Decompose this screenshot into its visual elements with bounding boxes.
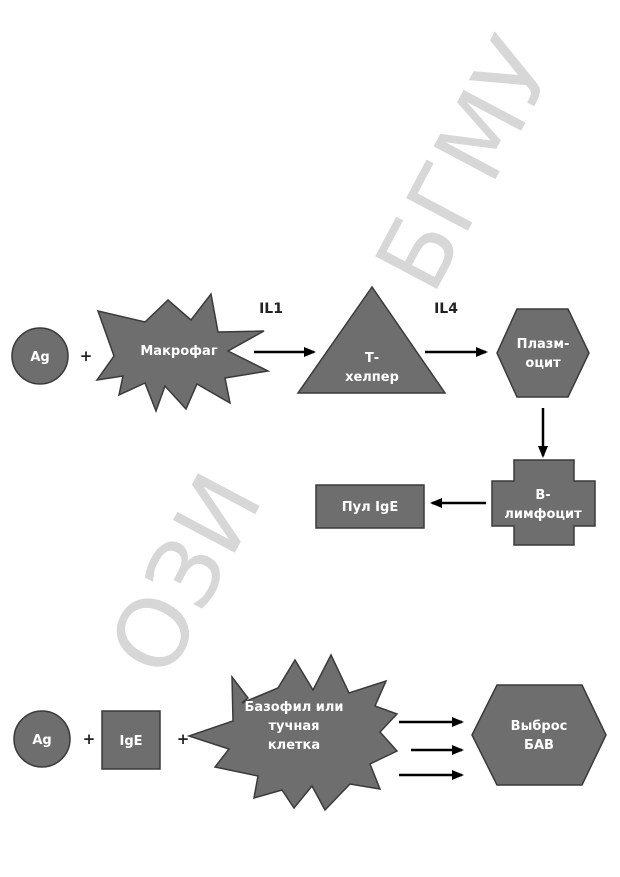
plasmocyte-label-line2: оцит: [525, 356, 561, 371]
plus-2: +: [83, 730, 96, 748]
thelper-node: Т- хелпер: [296, 285, 447, 394]
ag-node-1: Ag: [11, 327, 69, 385]
ag-node-2: Ag: [13, 710, 71, 768]
basophil-star: [186, 653, 399, 812]
ag-circle-1: [11, 327, 69, 385]
plasmocyte-hexagon: [496, 308, 590, 398]
ige-rect: [101, 710, 161, 770]
pool-ige-label: Пул IgE: [342, 500, 398, 515]
macrophage-node: Макрофаг: [95, 292, 271, 414]
ag-label-1: Ag: [30, 350, 49, 365]
watermark-lower: ОЗИ: [87, 456, 284, 693]
pool-ige-rect: [315, 484, 425, 529]
blymphocyte-node: В- лимфоцит: [491, 459, 596, 546]
blymphocyte-label-line1: В-: [535, 488, 550, 503]
pool-ige-node: Пул IgE: [315, 484, 425, 529]
plus-3: +: [177, 730, 190, 748]
ige-node: IgE: [101, 710, 161, 770]
release-hexagon: [471, 684, 607, 786]
ag-circle-2: [13, 710, 71, 768]
ige-label: IgE: [119, 734, 142, 749]
il1-label: IL1: [259, 301, 283, 317]
release-label-line2: БАВ: [524, 738, 554, 753]
plasmocyte-label-line1: Плазм-: [517, 337, 570, 352]
plasmocyte-node: Плазм- оцит: [496, 308, 590, 398]
macrophage-star: [95, 292, 271, 414]
basophil-node: Базофил или тучная клетка: [186, 653, 399, 812]
ag-label-2: Ag: [32, 733, 51, 748]
basophil-label-line2: тучная: [268, 719, 319, 734]
release-label-line1: Выброс: [511, 719, 568, 734]
thelper-label-line2: хелпер: [345, 370, 399, 385]
basophil-label-line3: клетка: [268, 738, 320, 753]
blymphocyte-cross: [491, 459, 596, 546]
il4-label: IL4: [434, 301, 458, 317]
thelper-label-line1: Т-: [365, 351, 379, 366]
basophil-label-line1: Базофил или: [245, 700, 344, 715]
macrophage-label: Макрофаг: [140, 344, 217, 359]
thelper-triangle: [296, 285, 447, 394]
blymphocyte-label-line2: лимфоцит: [504, 507, 582, 522]
watermark-upper: БГМУ: [354, 21, 578, 308]
diagram-1: Ag + Макрофаг IL1 Т- хелпер IL4 Плазм- о…: [11, 285, 596, 546]
diagram-2: Ag + IgE + Базофил или тучная клетка Выб…: [13, 653, 607, 812]
plus-1: +: [80, 347, 93, 365]
release-node: Выброс БАВ: [471, 684, 607, 786]
